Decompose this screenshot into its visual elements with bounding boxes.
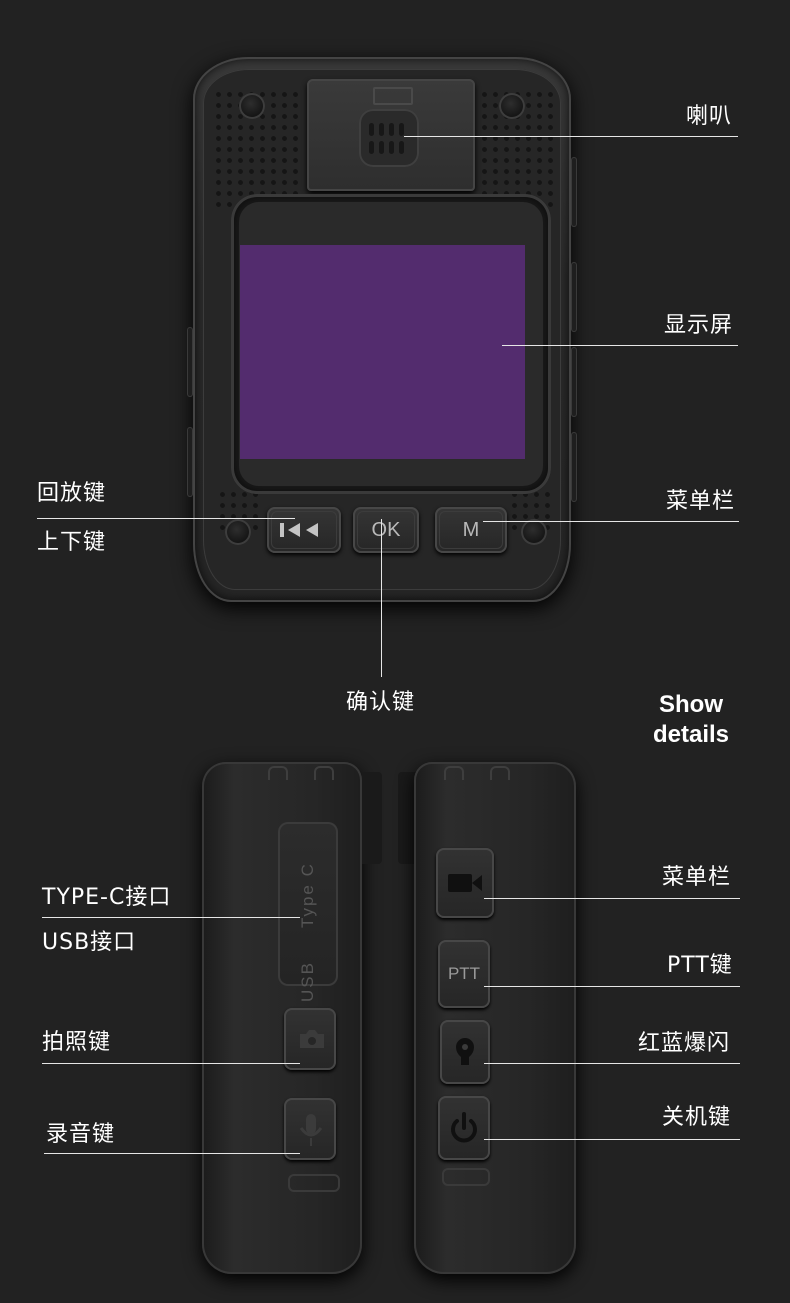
label-updown: 上下键 bbox=[37, 530, 107, 555]
menu-button-label: M bbox=[462, 519, 480, 541]
record-button[interactable] bbox=[284, 1098, 336, 1160]
usb-text: USB bbox=[298, 961, 317, 1002]
label-display: 显示屏 bbox=[664, 313, 734, 338]
label-record: 录音键 bbox=[46, 1122, 116, 1147]
show-details[interactable]: Show details bbox=[636, 690, 746, 750]
screw-bottom-left bbox=[225, 519, 251, 545]
show-details-line2: details bbox=[652, 721, 730, 748]
power-icon bbox=[451, 1112, 477, 1143]
leader-photo bbox=[42, 1063, 300, 1064]
rewind-icon bbox=[280, 523, 318, 537]
leader-ptt bbox=[484, 986, 740, 987]
leader-menu-side bbox=[484, 898, 740, 899]
display-screen bbox=[240, 245, 525, 459]
label-speaker: 喇叭 bbox=[686, 104, 733, 129]
leader-power bbox=[484, 1139, 740, 1140]
label-type-c: TYPE-C接口 bbox=[42, 885, 172, 910]
right-side-button-4 bbox=[571, 432, 577, 502]
screw-bottom-right bbox=[521, 519, 547, 545]
leader-display bbox=[502, 345, 738, 346]
right-side-button bbox=[571, 157, 577, 227]
port-cover[interactable]: Type C USB bbox=[278, 822, 338, 1002]
flash-button[interactable] bbox=[440, 1020, 490, 1084]
screw-top-right bbox=[499, 93, 525, 119]
right-side-button-2 bbox=[571, 262, 577, 332]
ok-button[interactable]: OK bbox=[353, 507, 419, 553]
label-playback: 回放键 bbox=[37, 481, 107, 506]
leader-record bbox=[44, 1153, 300, 1154]
ok-button-label: OK bbox=[371, 519, 401, 541]
label-menu: 菜单栏 bbox=[666, 489, 736, 514]
ptt-button[interactable]: PTT bbox=[438, 940, 490, 1008]
label-ptt: PTT键 bbox=[667, 953, 733, 978]
label-flash: 红蓝爆闪 bbox=[638, 1031, 731, 1056]
leader-playback bbox=[37, 518, 295, 519]
photo-button[interactable] bbox=[284, 1008, 336, 1070]
video-button[interactable] bbox=[436, 848, 494, 918]
menu-button[interactable]: M bbox=[435, 507, 507, 553]
right-side-button-3 bbox=[571, 347, 577, 417]
leader-ok bbox=[381, 519, 382, 677]
flashlight-icon bbox=[456, 1038, 474, 1065]
front-housing: OK M bbox=[203, 69, 561, 590]
clip-edge-right bbox=[398, 772, 418, 864]
label-power: 关机键 bbox=[662, 1105, 732, 1130]
label-ok-key: 确认键 bbox=[346, 690, 416, 715]
label-menu-side: 菜单栏 bbox=[662, 865, 732, 890]
show-details-line1: Show bbox=[659, 691, 723, 718]
camera-left-side-view: Type C USB bbox=[202, 762, 362, 1274]
leader-flash bbox=[484, 1063, 740, 1064]
clip-slot bbox=[373, 87, 413, 105]
ptt-button-label: PTT bbox=[447, 964, 481, 983]
speaker-icon bbox=[359, 109, 419, 167]
power-button[interactable] bbox=[438, 1096, 490, 1160]
left-side-button-2 bbox=[187, 427, 193, 497]
playback-button[interactable] bbox=[267, 507, 341, 553]
clip-edge-left bbox=[362, 772, 382, 864]
leader-menu bbox=[483, 521, 739, 522]
label-photo: 拍照键 bbox=[42, 1030, 112, 1055]
left-side-button bbox=[187, 327, 193, 397]
front-button-row: OK M bbox=[267, 507, 517, 555]
label-usb: USB接口 bbox=[42, 930, 137, 955]
microphone-icon bbox=[299, 1114, 323, 1146]
camera-right-side-view: PTT bbox=[414, 762, 576, 1274]
screw-top-left bbox=[239, 93, 265, 119]
leader-type-c bbox=[42, 917, 300, 918]
camera-icon bbox=[300, 1030, 324, 1048]
camera-front-view: OK M bbox=[187, 57, 577, 602]
leader-speaker bbox=[404, 136, 738, 137]
mount-clip bbox=[307, 79, 475, 191]
video-camera-icon bbox=[448, 874, 482, 892]
